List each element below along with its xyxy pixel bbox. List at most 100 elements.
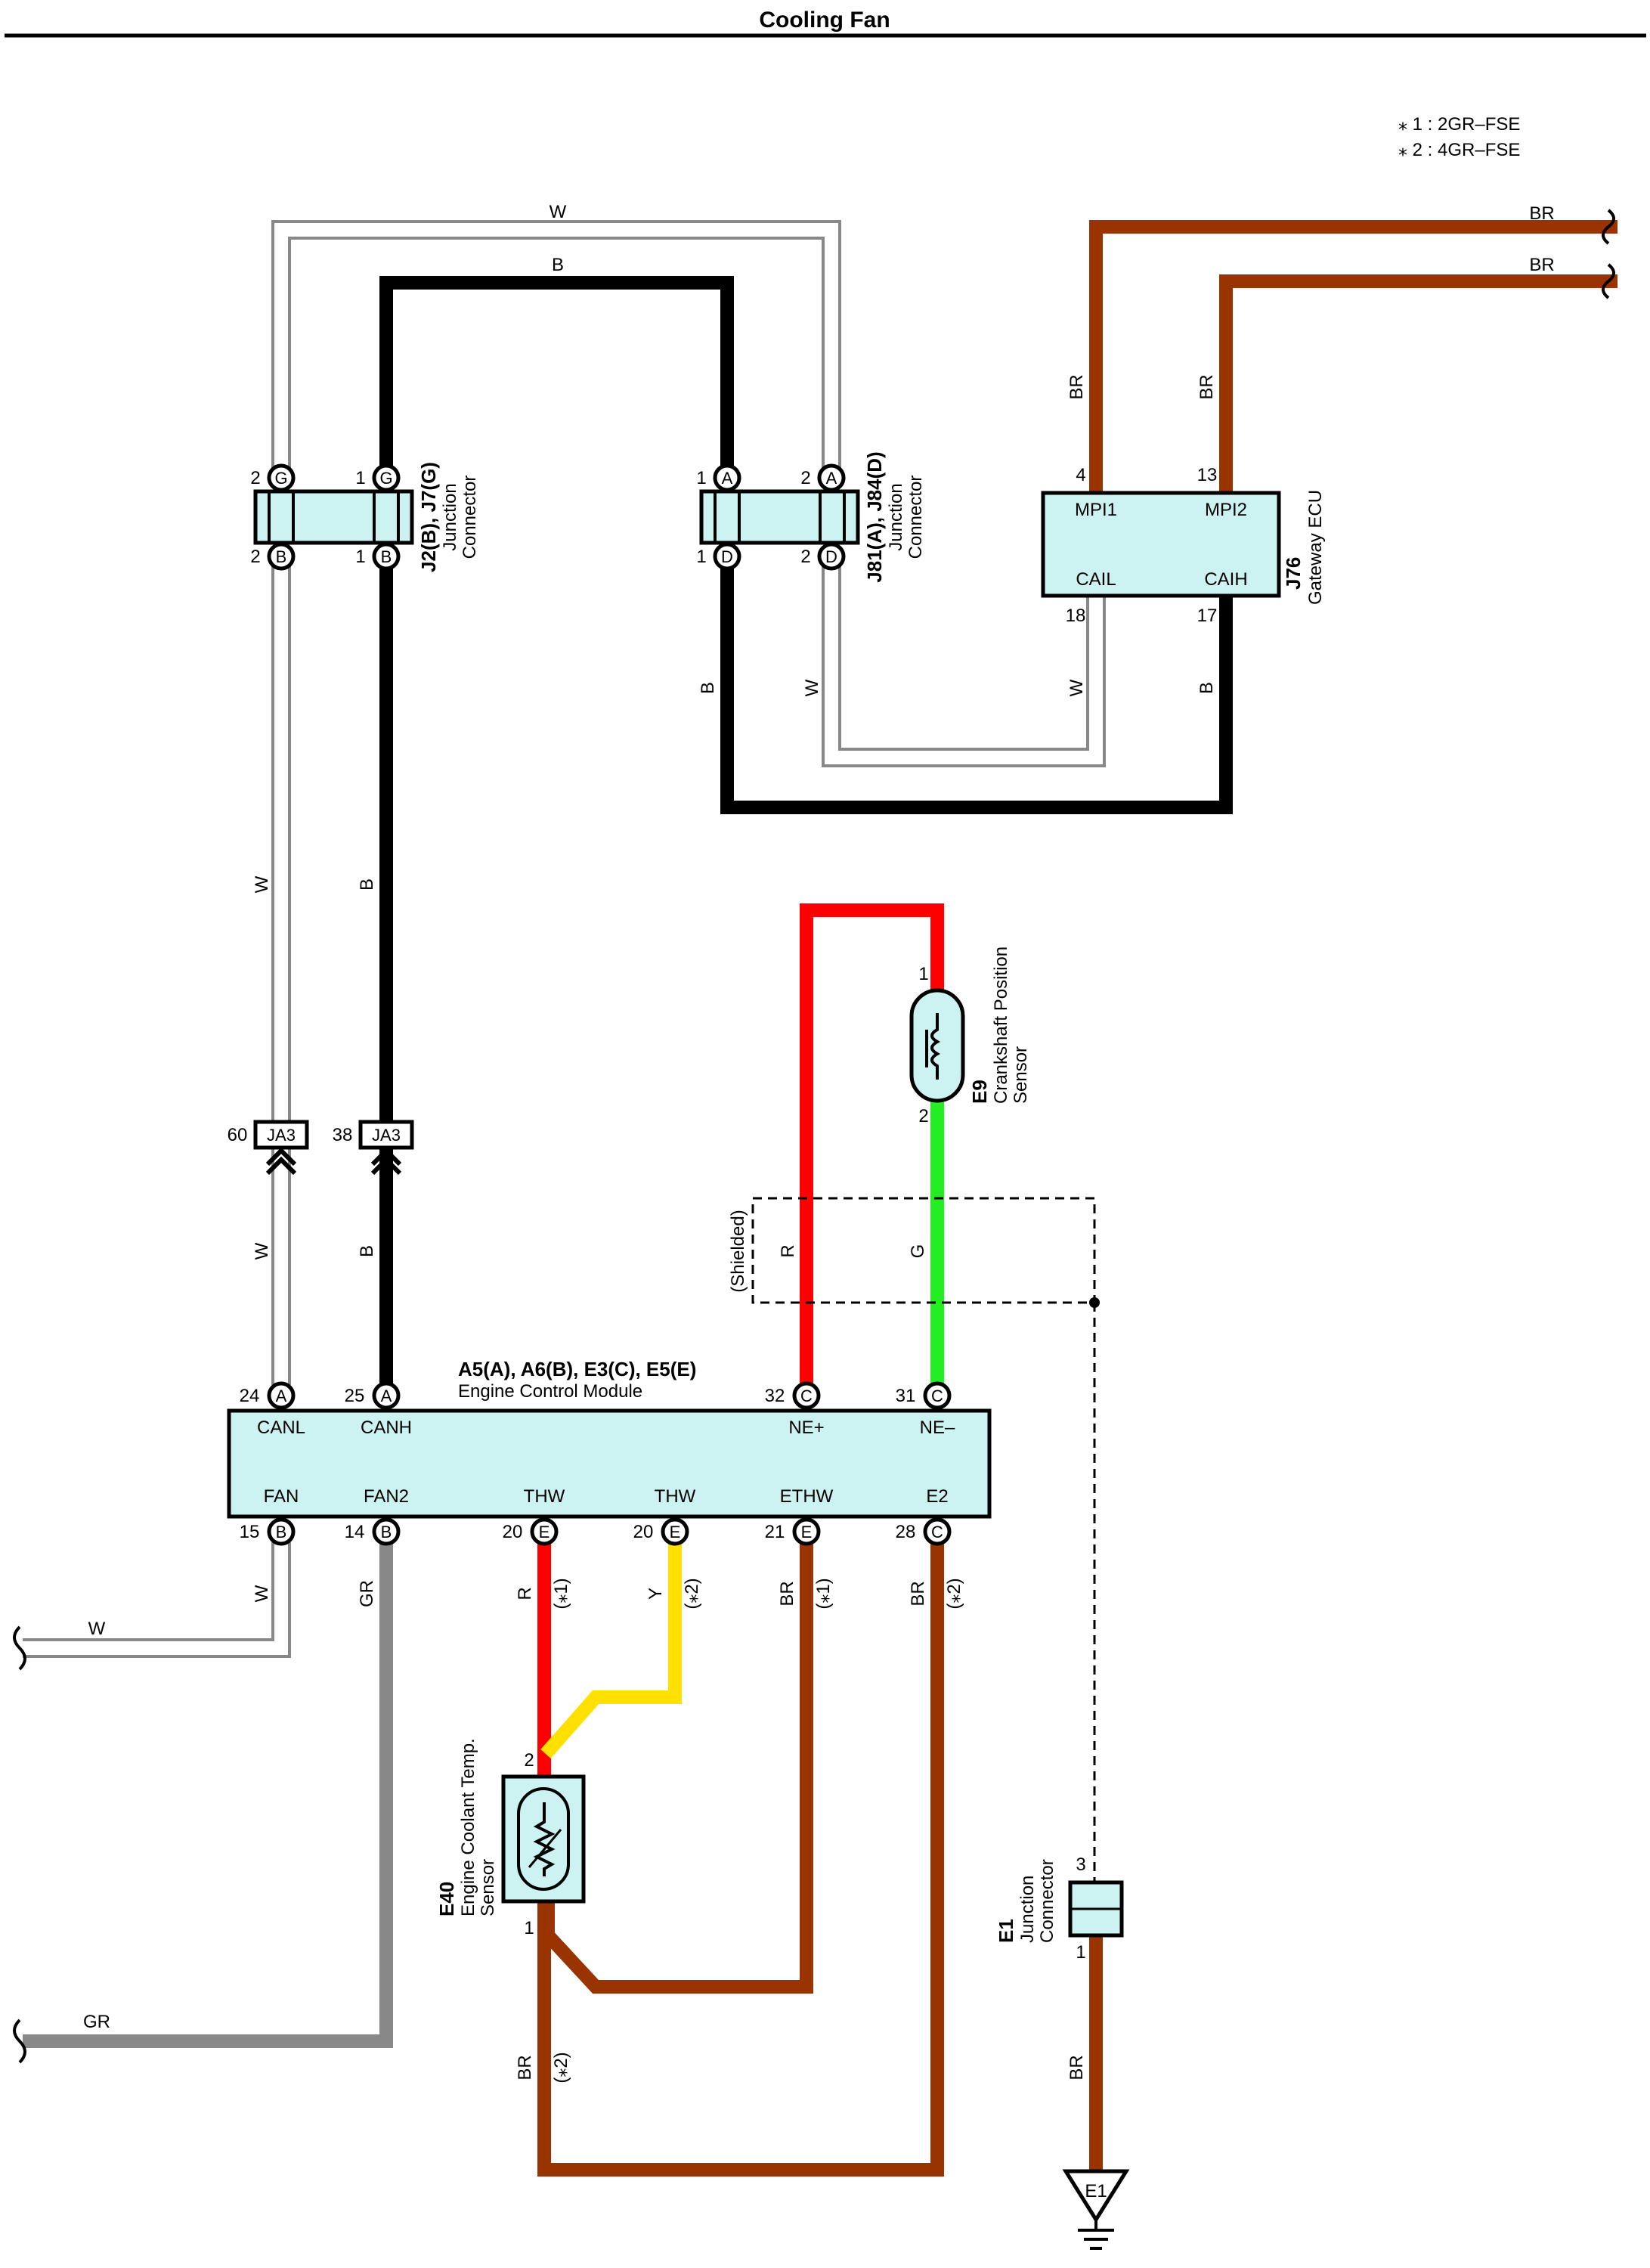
ecm-pin-number: 25 [345, 1386, 365, 1406]
engine-control-module: A5(A), A6(B), E3(C), E5(E) Engine Contro… [227, 1358, 992, 1546]
j81-pin-letter: D [825, 547, 837, 566]
ecm-term-thw-1: THW [524, 1486, 565, 1507]
inline-connector-ja3-38: JA3 38 [333, 1120, 414, 1176]
wire-label-b-low: B [357, 1245, 377, 1257]
e40-pin-2: 2 [524, 1750, 534, 1771]
e1-name-2: Connector [1037, 1859, 1057, 1943]
e1-name-1: Junction [1017, 1876, 1038, 1943]
wire-br-mpi2 [1219, 274, 1617, 493]
gateway-pin-4: 4 [1076, 465, 1085, 485]
ecm-term-ethw: ETHW [780, 1486, 834, 1507]
j2-name-1: Junction [440, 483, 460, 550]
ground-label: E1 [1085, 2181, 1107, 2201]
wire-label-b-j81: B [698, 682, 718, 694]
j81-pin-number: 1 [696, 547, 706, 567]
ecm-pin-number: 20 [503, 1522, 523, 1542]
wire-label-r-thw: R [515, 1587, 535, 1600]
wire-br-mpi1 [1089, 220, 1617, 493]
wire-label-r-shield: R [778, 1244, 798, 1257]
wire-label-w-fan: W [252, 1585, 272, 1602]
ja3-pin-38: 38 [333, 1125, 353, 1145]
note-1: ⁎ 1 : 2GR–FSE [1398, 114, 1520, 135]
j2-pin-letter: G [274, 469, 287, 488]
j81-pin-number: 1 [696, 468, 706, 488]
j81-pin-number: 2 [800, 547, 810, 567]
wire-r-ne-plus [800, 903, 944, 1385]
wire-label-br-e2-note: (⁎2) [944, 1578, 964, 1609]
ecm-pin-number: 20 [633, 1522, 654, 1542]
ja3-pin-60: 60 [228, 1125, 248, 1145]
engine-coolant-temp-sensor-e40: 2 1 E40 Engine Coolant Temp. Sensor [435, 1738, 586, 1938]
ecm-pin-number: 32 [765, 1386, 785, 1406]
wire-label-b-caih: B [1196, 682, 1217, 694]
j2-pin-number: 1 [355, 547, 365, 567]
ecm-pin-letter: C [931, 1387, 943, 1405]
ground-icon [1078, 2220, 1114, 2250]
ecm-term-ne-minus: NE– [920, 1418, 955, 1438]
ecm-pin-number: 28 [896, 1522, 916, 1542]
j2-name-2: Connector [460, 476, 480, 559]
shield-box [751, 1197, 1096, 1304]
wire-label-w-left: W [88, 1619, 106, 1639]
gateway-pin-13: 13 [1197, 465, 1218, 485]
e1-id: E1 [995, 1919, 1017, 1943]
note-2: ⁎ 2 : 4GR–FSE [1398, 140, 1520, 160]
e9-id: E9 [968, 1080, 991, 1104]
e9-pin-2: 2 [918, 1106, 928, 1126]
ecm-pin-letter: E [801, 1523, 813, 1541]
e1-pin-1: 1 [1076, 1942, 1085, 1963]
wire-label-br-ethw: BR [777, 1581, 797, 1606]
wire-label-gr-left: GR [83, 2012, 110, 2032]
thermistor-icon [533, 1802, 556, 1876]
ecm-pin-letter: E [670, 1523, 681, 1541]
wire-label-br-e40-note: (⁎2) [551, 2052, 571, 2083]
gateway-term-mpi2: MPI2 [1205, 500, 1247, 520]
wire-label-b-top: B [552, 255, 564, 275]
j81-id: J81(A), J84(D) [863, 451, 886, 582]
wire-label-b-mid: B [357, 878, 377, 891]
ja3-label: JA3 [267, 1126, 296, 1145]
wire-label-br-e2: BR [908, 1581, 928, 1606]
ecm-term-fan: FAN [264, 1486, 299, 1507]
e40-id: E40 [435, 1882, 458, 1916]
j2-id: J2(B), J7(G) [417, 462, 440, 572]
junction-connector-j2-j7: G G B B 2 1 2 1 J2(B), J7(G) Junction Co… [250, 462, 480, 572]
shield-junction-dot [1089, 1297, 1100, 1308]
ja3-label: JA3 [372, 1126, 401, 1145]
j81-name-1: Junction [886, 483, 906, 550]
ecm-pin-letter: B [276, 1523, 287, 1541]
e9-pin-1: 1 [918, 964, 928, 984]
e40-name-1: Engine Coolant Temp. [458, 1738, 478, 1916]
ecm-pin-number: 24 [240, 1386, 260, 1406]
junction-connector-e1: 3 1 E1 Junction Connector [995, 1854, 1124, 1963]
ecm-id: A5(A), A6(B), E3(C), E5(E) [458, 1358, 696, 1380]
gateway-name: Gateway ECU [1305, 490, 1326, 605]
junction-connector-j81-j84: A A D D 1 2 1 2 J81(A), J84(D) Junction … [696, 451, 926, 582]
gateway-pin-17: 17 [1197, 606, 1218, 626]
j2-pin-number: 2 [250, 547, 260, 567]
wire-label-br-ethw-note: (⁎1) [813, 1578, 834, 1609]
wire-label-br-e40: BR [515, 2055, 535, 2080]
ecm-term-e2: E2 [926, 1486, 948, 1507]
wire-end-gr [13, 2019, 26, 2064]
wire-label-br-2: BR [1529, 255, 1554, 275]
wire-label-y-thw-note: (⁎2) [682, 1578, 702, 1609]
wire-end-br-1 [1602, 209, 1615, 245]
wire-label-g-shield: G [908, 1244, 928, 1259]
ecm-term-fan2: FAN2 [364, 1486, 409, 1507]
e9-name-1: Crankshaft Position [991, 947, 1011, 1104]
ecm-pin-letter: C [800, 1387, 813, 1405]
e9-name-2: Sensor [1011, 1046, 1031, 1104]
ecm-pin-number: 15 [240, 1522, 260, 1542]
ecm-pin-letter: A [276, 1387, 287, 1405]
j2-pin-letter: G [379, 469, 392, 488]
j81-pin-letter: A [826, 469, 837, 488]
wire-end-br-2 [1602, 263, 1615, 299]
wire-label-br-v1: BR [1066, 374, 1087, 399]
j2-pin-number: 1 [355, 468, 365, 488]
gateway-term-mpi1: MPI1 [1075, 500, 1117, 520]
ecm-term-thw-2: THW [655, 1486, 696, 1507]
e40-name-2: Sensor [478, 1859, 498, 1916]
j2-pin-letter: B [381, 547, 392, 566]
wire-w-cail-core [825, 556, 1103, 764]
